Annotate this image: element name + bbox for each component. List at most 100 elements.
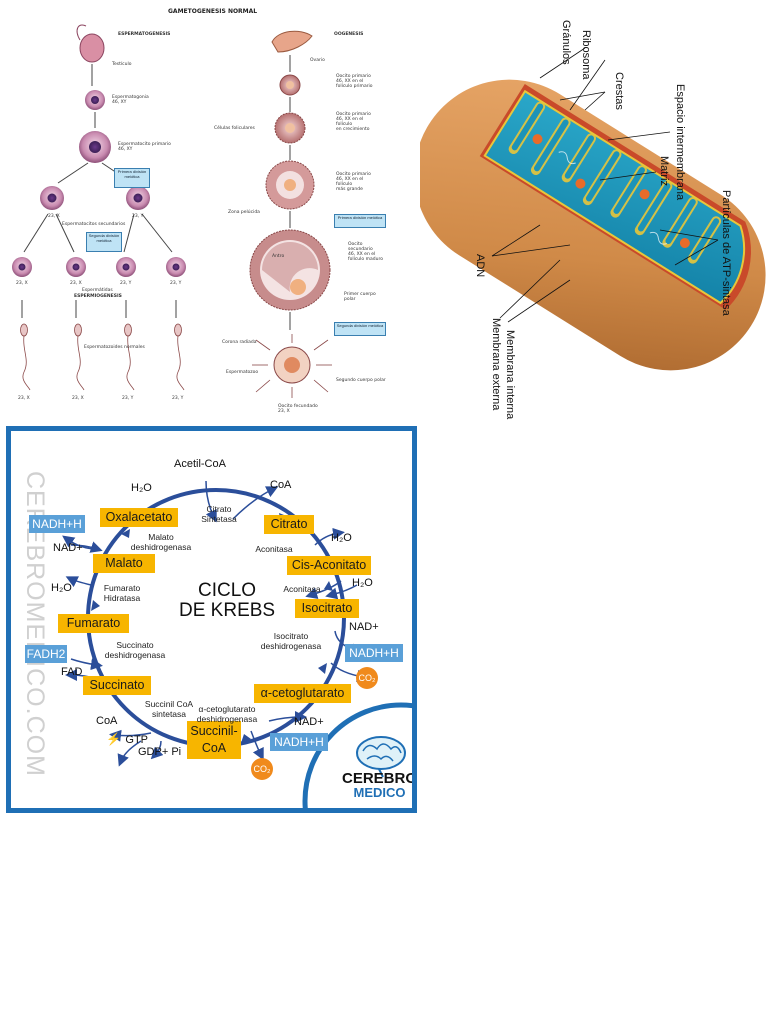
spermatogenesis-header: ESPERMATOGENESIS: [118, 32, 171, 37]
succinil-coa-line1: Succinil-: [190, 724, 238, 738]
label-oocito-3: Oocito primario 46, XX en el folículo má…: [336, 172, 371, 192]
cycle-title-line2: DE KREBS: [179, 600, 276, 621]
box-primera-division-oo: Primera división meiótica: [334, 214, 386, 228]
label-espermatocitos-secundarios: Espermatocitos secundarios: [62, 222, 126, 227]
label-23x-2: 23, X: [70, 281, 82, 286]
enzyme-aconitasa-1: Aconitasa: [255, 544, 293, 554]
label-espermatozoides-normales: Espermatozoides normales: [84, 345, 145, 350]
brain-logo-icon: [356, 736, 406, 778]
label-espermiogenesis: ESPERMIOGENESIS: [74, 294, 122, 299]
enzyme-isocitrato-deshidrogenasa: Isocitrato deshidrogenasa: [260, 631, 322, 651]
label-espacio-intermembrana: Espacio intermembrana: [674, 84, 686, 201]
krebs-panel: CEREBROMEDICO.COM CICLO DE KREBS Acetil-…: [6, 426, 417, 813]
cycle-title: CICLO DE KREBS: [179, 581, 275, 621]
label-23y-a: 23, Y: [132, 214, 144, 219]
enzyme-succinil-coa-sintetasa: Succinil CoA sintetasa: [144, 699, 194, 719]
fertilized-oocyte: [252, 334, 332, 398]
box-citrato: Citrato: [264, 515, 314, 534]
box-malato: Malato: [93, 554, 155, 573]
enzyme-succinato-deshidrogenasa: Succinato deshidrogenasa: [104, 640, 166, 660]
box-isocitrato: Isocitrato: [295, 599, 359, 618]
fad-label: FAD: [61, 666, 83, 678]
nadh-right-badge: NADH+H: [345, 644, 403, 662]
label-membrana-interna: Membrana interna: [504, 330, 516, 420]
enzyme-citrato-sintetasa: Citrato Sintetasa: [201, 504, 237, 524]
nad-left-label: NAD+: [53, 542, 83, 554]
label-matriz: Matriz: [658, 156, 670, 186]
lightning-icon: ⚡: [106, 732, 121, 746]
cycle-title-line1: CICLO: [198, 580, 257, 601]
box-primera-division-esp: Primera división meiótica: [114, 168, 150, 188]
label-celulas-foliculares: Células foliculares: [214, 126, 255, 131]
box-succinil-coa: Succinil- CoA: [187, 721, 241, 759]
nadh-left-badge: NADH+H: [29, 515, 85, 533]
label-particulas-atp: Partículas de ATP-sintasa: [720, 190, 732, 316]
label-testiculo: Testículo: [112, 62, 132, 67]
box-cis-aconitato: Cis-Aconitato: [287, 556, 371, 575]
label-oocito-1: Oocito primario 46, XX en el folículo pr…: [336, 74, 373, 89]
logo-line1: CEREBRO: [342, 770, 417, 787]
testis-icon: [76, 24, 105, 63]
gametogenesis-illustration: [12, 24, 332, 398]
acetil-coa-label: Acetil-CoA: [174, 458, 226, 470]
enzyme-malato-deshidrogenasa: Malato deshidrogenasa: [130, 532, 192, 552]
co2-bottom-badge: CO₂: [251, 758, 273, 780]
enzyme-fumarato-hidratasa: Fumarato Hidratasa: [103, 583, 141, 603]
label-oocito-fecundado: Oocito fecundado 23, X: [278, 404, 318, 414]
co2-right-badge: CO₂: [356, 667, 378, 689]
label-23y-1: 23, Y: [120, 281, 132, 286]
h2o-right-1: H₂O: [331, 532, 352, 544]
nad-bottom-label: NAD+: [294, 716, 324, 728]
label-crestas: Crestas: [613, 72, 625, 110]
label-bottom-23x-2: 23, X: [72, 396, 84, 401]
fadh2-badge: FADH2: [25, 645, 67, 663]
label-23y-2: 23, Y: [170, 281, 182, 286]
label-primer-cuerpo-polar: Primer cuerpo polar: [344, 292, 376, 302]
label-oocito-2: Oocito primario 46, XX en el folículo en…: [336, 112, 371, 132]
label-zona-pelucida: Zona pelúcida: [228, 210, 260, 215]
mitochondria-illustration: [420, 47, 766, 371]
box-oxalacetato: Oxalacetato: [100, 508, 178, 527]
label-antro: Antro: [272, 254, 285, 259]
label-segundo-cuerpo-polar: Segundo cuerpo polar: [336, 378, 386, 383]
gametogenesis-title: GAMETOGENESIS NORMAL: [168, 8, 258, 15]
label-granulos: Gránulos: [560, 20, 572, 65]
label-espermatidas: Espermátidas: [82, 288, 113, 293]
logo-text: CEREBRO MEDICO: [342, 770, 417, 800]
label-espermatocito-primario: Espermatocito primario 46, XY: [118, 142, 171, 152]
coa-bottom-label: CoA: [96, 715, 118, 727]
label-bottom-23y-1: 23, Y: [122, 396, 134, 401]
gdp-label: GDP+ Pi: [138, 746, 182, 758]
label-espermatogonia: Espermatogonia 46, XY: [112, 95, 149, 105]
label-23x-a: 23, X: [48, 214, 60, 219]
box-segunda-division-esp: Segunda división meiótica: [86, 232, 122, 252]
enzyme-aconitasa-2: Aconitasa: [283, 584, 321, 594]
enzyme-cetoglutarato-deshidrogenasa: α-cetoglutarato deshidrogenasa: [196, 704, 258, 724]
label-espermatozoo: Espermatozoo: [226, 370, 259, 375]
coa-top-label: CoA: [270, 479, 292, 491]
label-ribosoma: Ribosoma: [580, 30, 592, 80]
h2o-right-2: H₂O: [352, 577, 373, 589]
ovary-icon: [271, 30, 313, 53]
box-succinato: Succinato: [83, 676, 151, 695]
label-23x-1: 23, X: [16, 281, 28, 286]
sperm-cells: [20, 323, 185, 391]
label-membrana-externa: Membrana externa: [490, 318, 502, 411]
h2o-top-label: H₂O: [131, 482, 152, 494]
box-segunda-division-oo: Segunda división meiótica: [334, 322, 386, 336]
logo-line2: MEDICO: [353, 785, 406, 800]
label-oocito-secundario: Oocito secundario 46, XX en el folículo …: [348, 242, 383, 262]
box-cetoglutarato: α-cetoglutarato: [254, 684, 351, 703]
label-corona-radiada: Corona radiada: [222, 340, 257, 345]
label-ovario: Ovario: [310, 58, 325, 63]
succinil-coa-line2: CoA: [201, 741, 227, 755]
label-bottom-23y-2: 23, Y: [172, 396, 184, 401]
gtp-row: ⚡ GTP: [106, 730, 148, 748]
label-adn: ADN: [474, 254, 486, 278]
gtp-label: GTP: [125, 734, 149, 746]
box-fumarato: Fumarato: [58, 614, 129, 633]
mitochondria-panel: Gránulos Ribosoma Crestas Espacio interm…: [420, 0, 768, 430]
gametogenesis-panel: GAMETOGENESIS NORMAL ESPERMATOGENESIS Te…: [0, 0, 400, 415]
nadh-bottom-badge: NADH+H: [270, 733, 328, 751]
nad-right-label: NAD+: [349, 621, 379, 633]
